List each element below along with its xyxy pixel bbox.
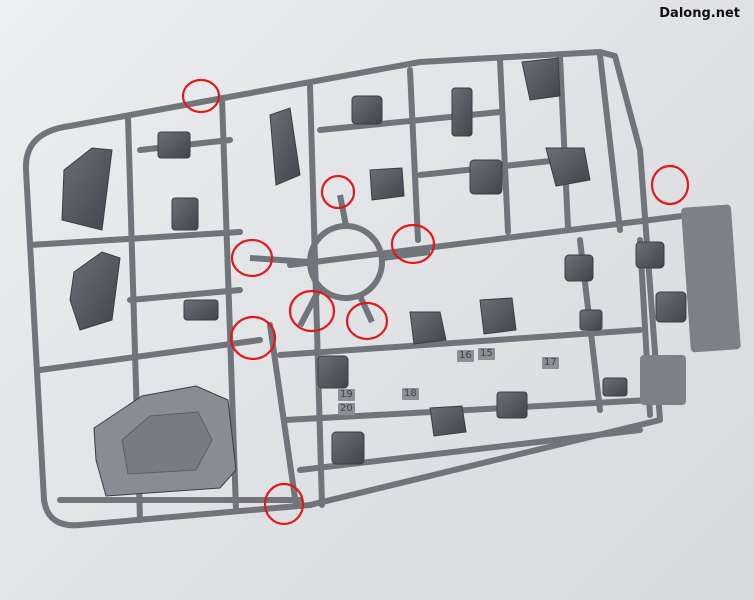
runner-number-20: 20: [338, 403, 355, 415]
runner-number-16: 16: [457, 350, 474, 362]
red-circle-marker-icon: [345, 301, 389, 341]
watermark-logo: Dalong.net: [659, 6, 740, 21]
gate-highlight-markers: [181, 78, 690, 526]
runner-number-18: 18: [402, 388, 419, 400]
red-circle-marker-icon: [230, 238, 274, 278]
red-circle-marker-icon: [229, 315, 277, 361]
runner-number-19: 19: [338, 389, 355, 401]
red-circle-marker-icon: [181, 78, 221, 114]
runner-number-17: 17: [542, 357, 559, 369]
part-fin-upper: [61, 147, 113, 231]
runner-tag-plate: [681, 204, 741, 353]
red-circle-marker-icon: [288, 289, 336, 333]
red-circle-marker-icon: [263, 482, 305, 526]
model-parts: [61, 57, 687, 497]
center-ring: [249, 194, 431, 328]
runner-number-15: 15: [478, 348, 495, 360]
corner-tab: [640, 355, 686, 405]
red-circle-marker-icon: [320, 174, 356, 210]
part-fin-lower: [69, 251, 121, 331]
red-circle-marker-icon: [650, 164, 690, 206]
red-circle-marker-icon: [390, 223, 436, 265]
